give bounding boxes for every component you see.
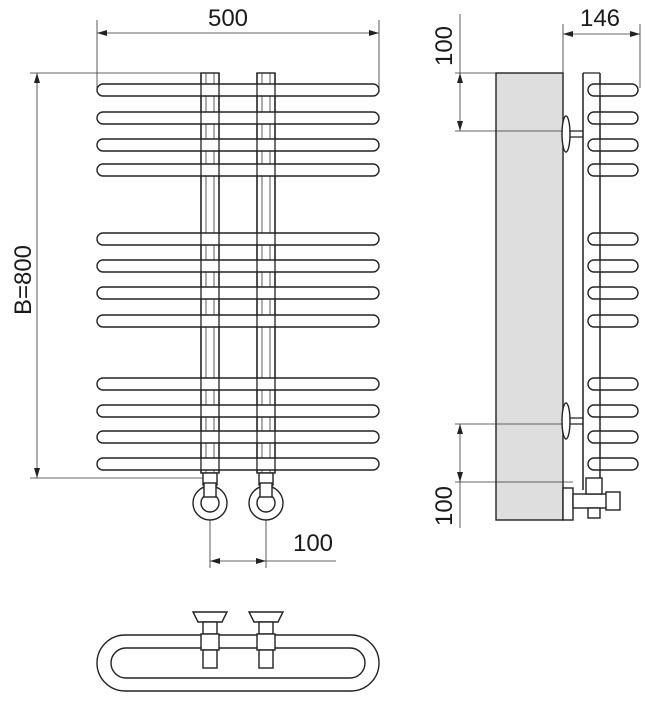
side-view: 146 100 100: [431, 5, 641, 528]
horizontal-tubes: [96, 83, 380, 471]
side-tubes: [587, 83, 639, 471]
wall-brackets: [561, 115, 583, 440]
width-dimension: 500: [96, 5, 380, 88]
side-valve: [562, 477, 621, 521]
spacing-dimension: 100: [209, 520, 336, 568]
wall-panel: [495, 72, 564, 521]
front-valves: [192, 472, 284, 521]
spacing-label: 100: [293, 530, 333, 557]
bottom-view-valves: [191, 611, 285, 669]
depth-dimension: 146: [562, 5, 641, 88]
front-view: 500 B=800: [10, 5, 380, 568]
top-offset-label: 100: [431, 26, 458, 66]
top-offset-dimension: 100: [431, 14, 563, 132]
bottom-offset-dimension: 100: [431, 423, 573, 528]
depth-label: 146: [580, 5, 620, 32]
bottom-view: [96, 611, 380, 692]
height-label: B=800: [10, 245, 37, 315]
width-label: 500: [208, 5, 248, 32]
bottom-offset-label: 100: [431, 486, 458, 526]
height-dimension: B=800: [10, 72, 210, 479]
